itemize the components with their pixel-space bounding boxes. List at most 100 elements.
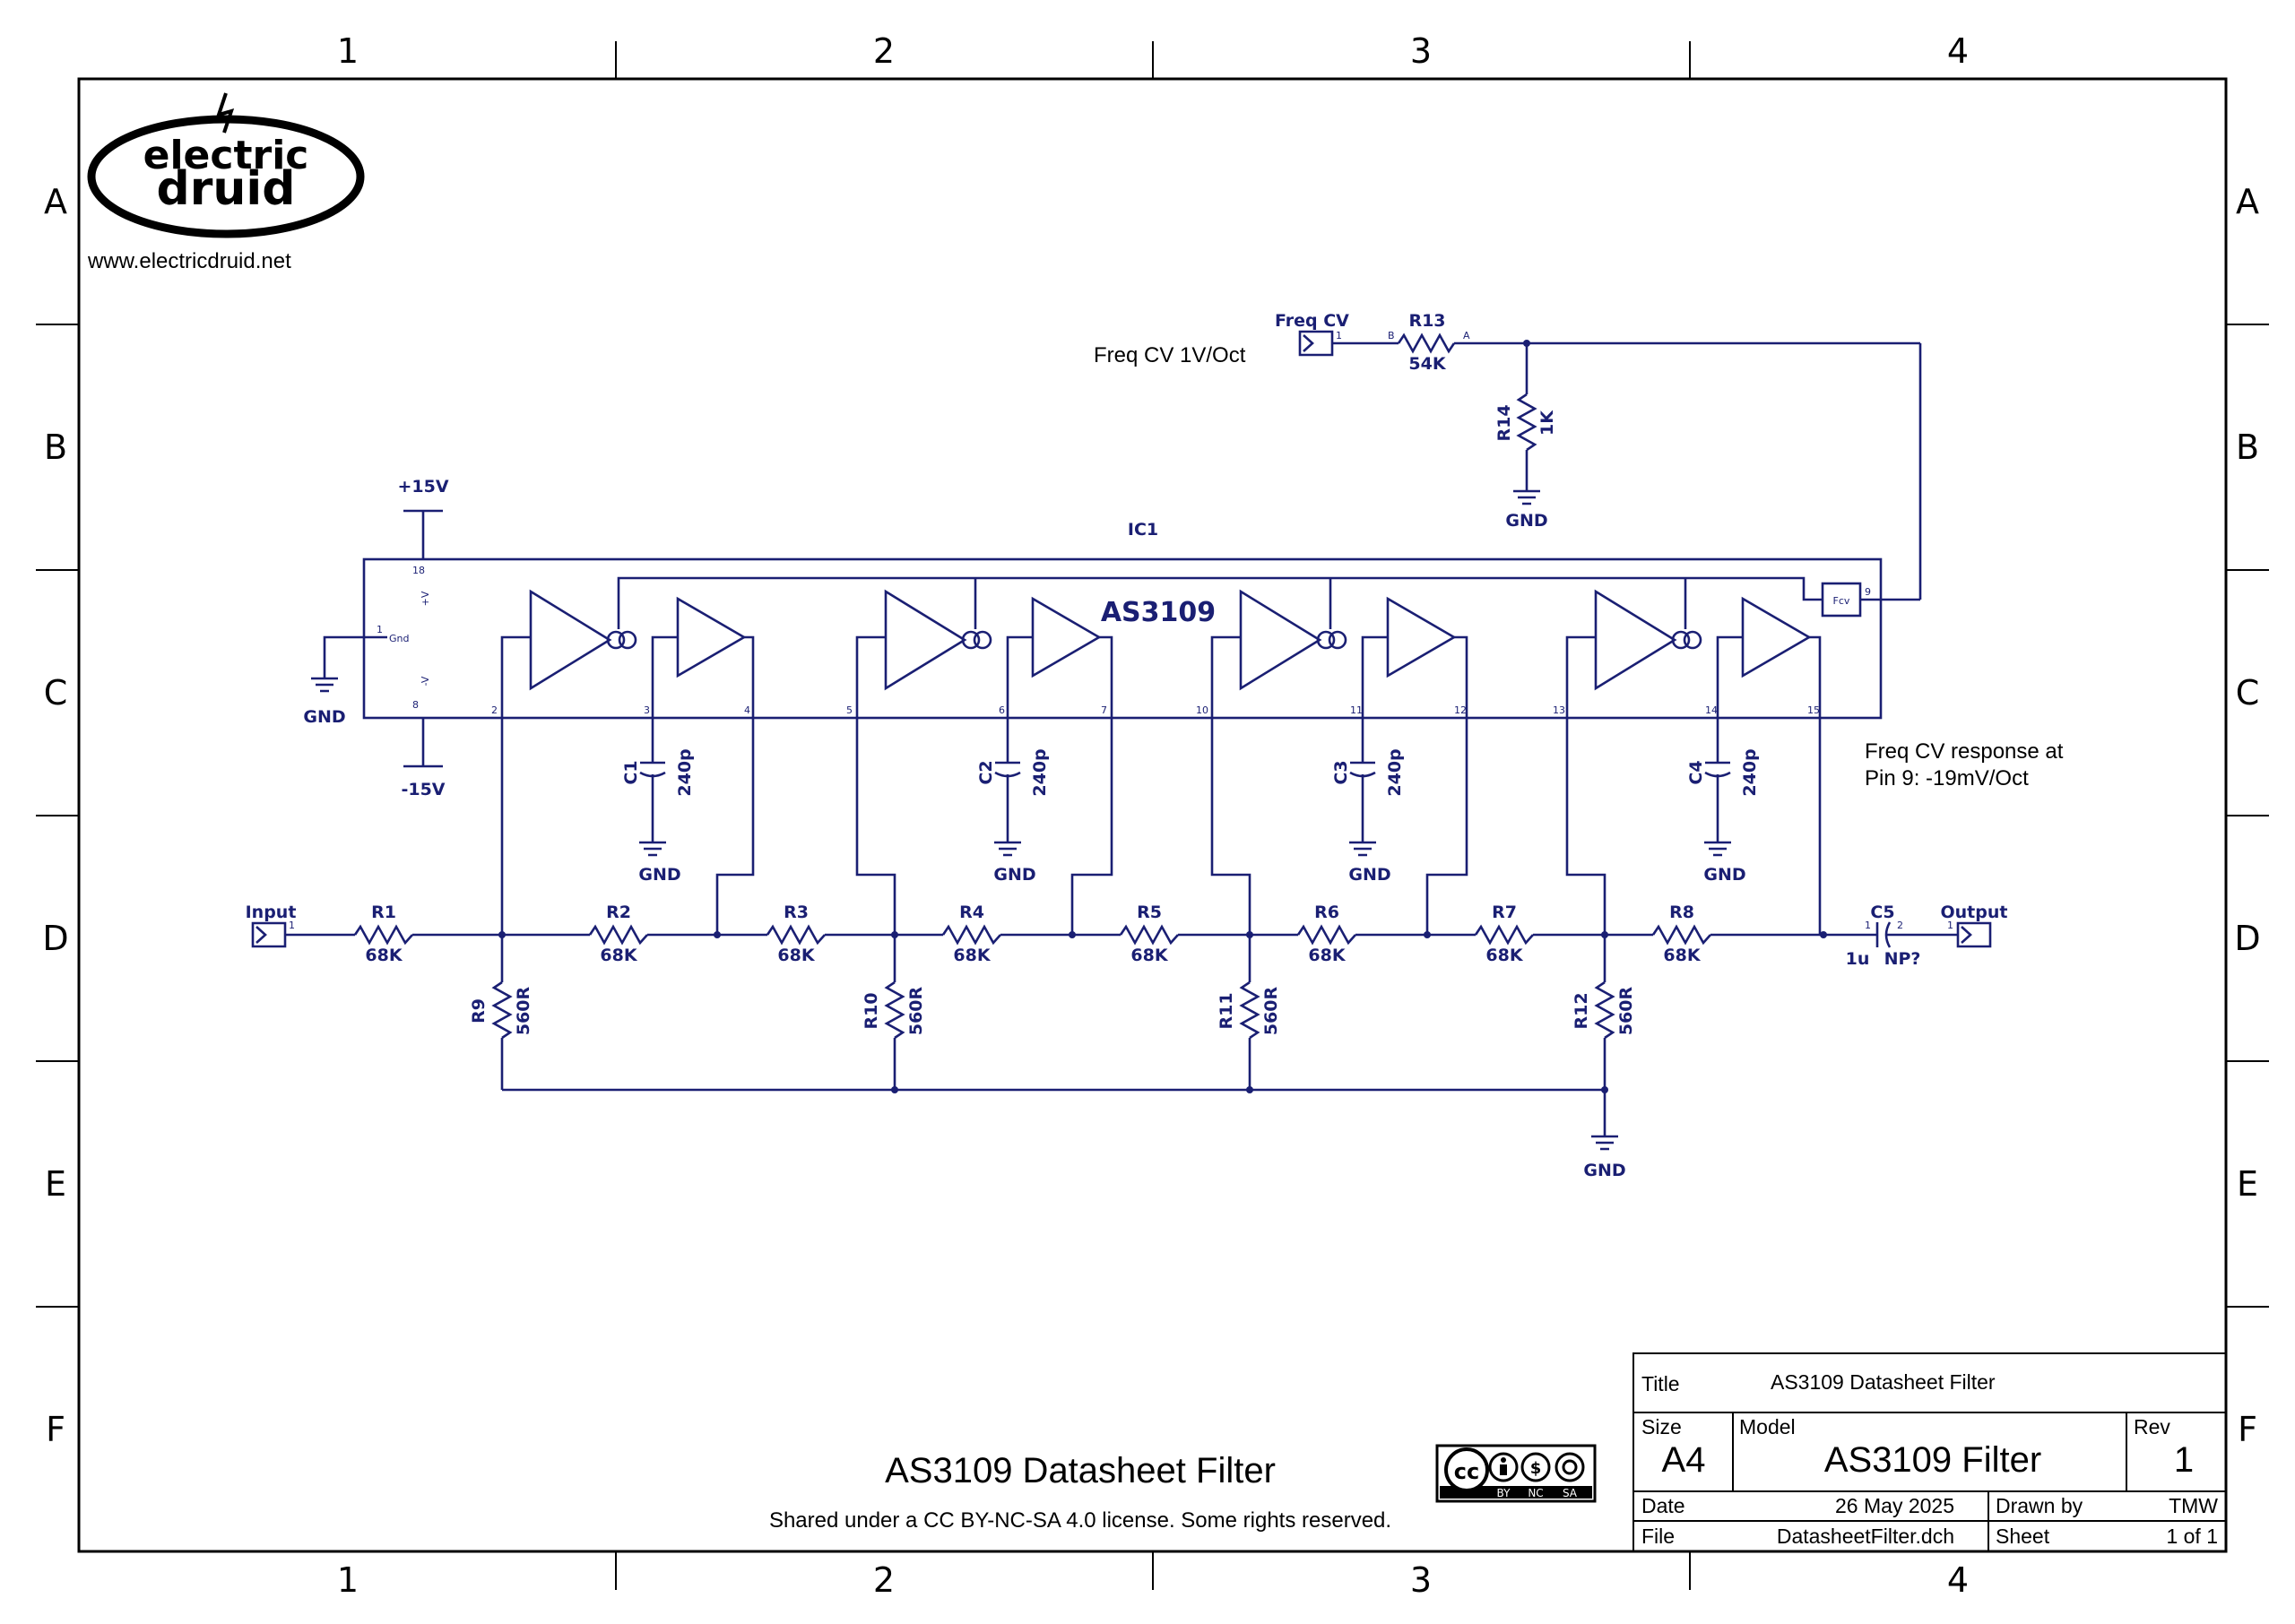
tb-file-value: DatasheetFilter.dch [1777,1525,1954,1548]
power-connections: +15V -15V GND [303,477,448,799]
c2-ref: C2 [976,760,996,784]
input-port [251,921,287,948]
brand-url: www.electricdruid.net [87,249,291,273]
r13-ref: R13 [1408,311,1445,331]
row-label: A [44,182,67,221]
tb-title-label: Title [1641,1372,1680,1395]
output-port [1956,921,1992,948]
r5-ref: R5 [1137,903,1162,922]
gnd-symbol [1513,489,1540,505]
svg-text:9: 9 [1865,586,1871,598]
r12-value: 560R [1616,986,1636,1035]
ic1-as3109: IC1 AS3109 Fcv 9 [362,520,1883,720]
r14-value: 1K [1537,410,1557,436]
svg-text:14: 14 [1705,704,1718,716]
gnd-label: GND [638,865,680,885]
sa-icon [1555,1452,1585,1482]
resistor-r1 [353,924,413,946]
r6-value: 68K [1308,946,1346,965]
r3-value: 68K [777,946,815,965]
freq-cv-network: Freq CV 1 B R13 54K A R14 1K GND [1275,311,1922,601]
ic1-pin-vminus: -V [420,676,431,686]
power-neg-label: -15V [401,780,445,799]
col-label: 3 [1410,1560,1432,1600]
r4-value: 68K [953,946,991,965]
tb-model-value: AS3109 Filter [1824,1440,2041,1480]
r7-ref: R7 [1492,903,1517,922]
svg-text:7: 7 [1101,704,1107,716]
col-label: 1 [337,31,359,71]
ic1-outline [362,557,1883,720]
tb-sheet-value: 1 of 1 [2166,1525,2218,1548]
resistor-r2 [588,924,648,946]
col-label: 4 [1947,1560,1969,1600]
r1-ref: R1 [371,903,396,922]
resistor-r3 [766,924,826,946]
row-label: F [46,1410,65,1449]
gnd-label: GND [993,865,1035,885]
tb-drawn-value: TMW [2169,1494,2218,1517]
svg-text:B: B [1388,330,1395,341]
resistor-r9 [491,980,513,1040]
row-label: A [2236,182,2259,221]
r3-ref: R3 [784,903,809,922]
r7-value: 68K [1485,946,1523,965]
svg-text:15: 15 [1807,704,1820,716]
ic1-pin-vplus: +V [420,591,431,606]
electric-druid-logo: electric druid [87,92,365,238]
output-port-label: Output [1941,903,2008,922]
r9-ref: R9 [469,998,489,1024]
tb-date-label: Date [1641,1494,1685,1517]
svg-text:8: 8 [412,699,419,711]
buffer-amp [529,589,612,691]
ic1-part-label: AS3109 [1101,597,1216,628]
nc-icon [1520,1452,1551,1482]
gnd-label: GND [1703,865,1745,885]
r12-ref: R12 [1572,992,1591,1029]
resistor-r5 [1119,924,1179,946]
col-label: 4 [1947,31,1969,71]
fcv-label: Fcv [1833,595,1850,607]
tb-sheet-label: Sheet [1996,1525,2050,1548]
svg-text:1: 1 [1865,920,1871,931]
svg-text:1: 1 [289,920,295,931]
c1-value: 240p [675,748,695,796]
tb-drawn-label: Drawn by [1996,1494,2083,1517]
r10-ref: R10 [862,992,881,1029]
r4-ref: R4 [959,903,984,922]
r6-ref: R6 [1314,903,1339,922]
svg-text:2: 2 [491,704,498,716]
note-freq-cv-response: Pin 9: -19mV/Oct [1865,766,2029,790]
logo-text-druid: druid [157,162,296,216]
r13-value: 54K [1408,354,1446,374]
svg-text:5: 5 [846,704,853,716]
svg-text:13: 13 [1553,704,1565,716]
svg-text:A: A [1463,330,1470,341]
r1-value: 68K [365,946,403,965]
row-label: C [2236,673,2260,713]
r2-ref: R2 [606,903,631,922]
svg-text:4: 4 [744,704,750,716]
sa-label: SA [1563,1487,1578,1499]
resistor-r10 [884,980,905,1040]
tb-title-value: AS3109 Datasheet Filter [1771,1370,1996,1394]
c4-value: 240p [1740,748,1760,796]
r10-value: 560R [906,986,926,1035]
c5-value2: NP? [1884,949,1921,969]
row-label: D [2234,919,2260,958]
freq-cv-port [1298,330,1334,357]
footer-title: AS3109 Datasheet Filter [885,1451,1276,1490]
row-label: E [45,1164,66,1204]
row-label: C [44,673,68,713]
col-label: 2 [873,31,895,71]
resistor-r14 [1516,393,1537,452]
ota-symbol [606,630,626,650]
c3-value: 240p [1385,748,1405,796]
col-label: 2 [873,1560,895,1600]
resistor-ladder: Input 1 R1 68K R2 68K R3 68K R4 68K R5 6… [246,718,2008,1180]
resistor-r12 [1594,980,1615,1040]
r8-value: 68K [1663,946,1701,965]
gnd-label: GND [1505,511,1547,531]
col-label: 3 [1410,31,1432,71]
